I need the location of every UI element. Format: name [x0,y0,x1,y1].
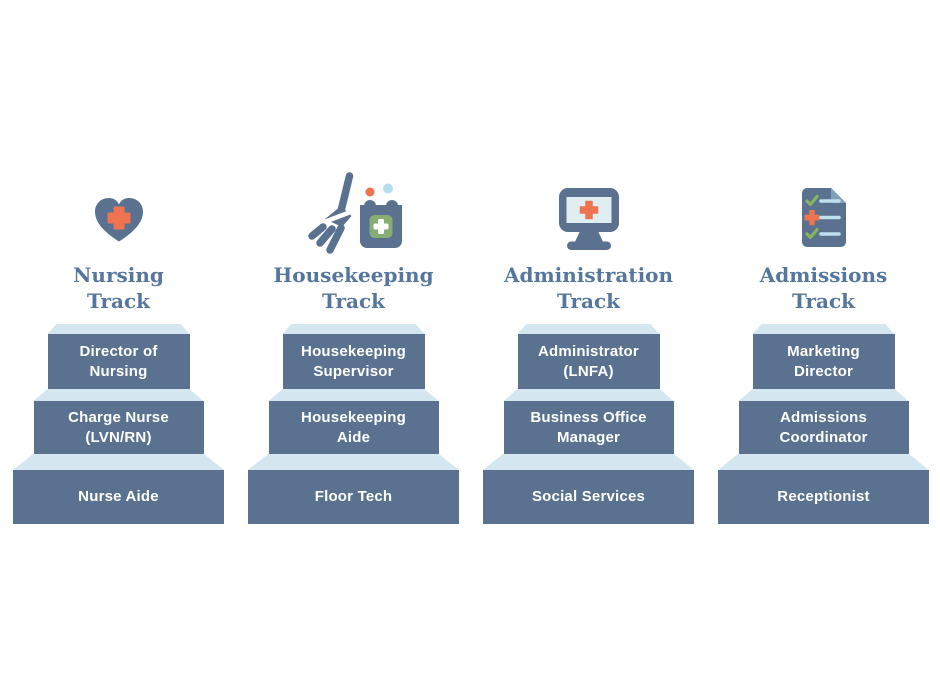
ladder-step: Social Services [483,470,694,524]
ladder-step: Housekeeping Supervisor [282,334,425,389]
ladder-step: Housekeeping Aide [268,401,439,454]
career-ladder-admissions: Marketing Director Admissions Coordinato… [718,324,929,524]
step-top-face [503,389,674,401]
career-ladder-nursing: Director of Nursing Charge Nurse (LVN/RN… [13,324,224,524]
track-icon-wrap [304,170,404,256]
heart-medical-icon [94,198,143,242]
broom-trash-bin-icon [307,172,402,254]
career-ladder-administration: Administrator (LNFA) Business Office Man… [483,324,694,524]
track-title: Housekeeping Track [273,263,434,313]
step-top-face [738,389,909,401]
track-administration: Administration Track Administrator (LNFA… [483,170,694,524]
track-icon-wrap [557,170,621,256]
track-admissions: Admissions Track Marketing Director Admi… [718,170,929,524]
ladder-step: Nurse Aide [13,470,224,524]
ladder-step: Business Office Manager [503,401,674,454]
track-housekeeping: Housekeeping Track Housekeeping Supervis… [248,170,459,524]
step-top-face [517,324,660,334]
step-top-face [718,454,929,470]
ladder-step: Marketing Director [752,334,895,389]
track-nursing: Nursing Track Director of Nursing Charge… [13,170,224,524]
career-ladder-housekeeping: Housekeeping Supervisor Housekeeping Aid… [248,324,459,524]
step-top-face [268,389,439,401]
step-top-face [13,454,224,470]
checklist-document-icon [801,188,846,247]
ladder-step: Charge Nurse (LVN/RN) [33,401,204,454]
track-icon-wrap [93,170,145,256]
track-icon-wrap [800,170,848,256]
step-top-face [282,324,425,334]
step-top-face [752,324,895,334]
step-top-face [33,389,204,401]
step-top-face [47,324,190,334]
ladder-step: Floor Tech [248,470,459,524]
track-title: Admissions Track [759,263,888,313]
ladder-step: Receptionist [718,470,929,524]
track-title: Nursing Track [73,263,164,313]
track-title: Administration Track [503,263,674,313]
ladder-step: Admissions Coordinator [738,401,909,454]
ladder-step: Director of Nursing [47,334,190,389]
step-top-face [248,454,459,470]
ladder-step: Administrator (LNFA) [517,334,660,389]
step-top-face [483,454,694,470]
computer-monitor-medical-icon [558,188,619,250]
tracks-row: Nursing Track Director of Nursing Charge… [13,170,929,524]
